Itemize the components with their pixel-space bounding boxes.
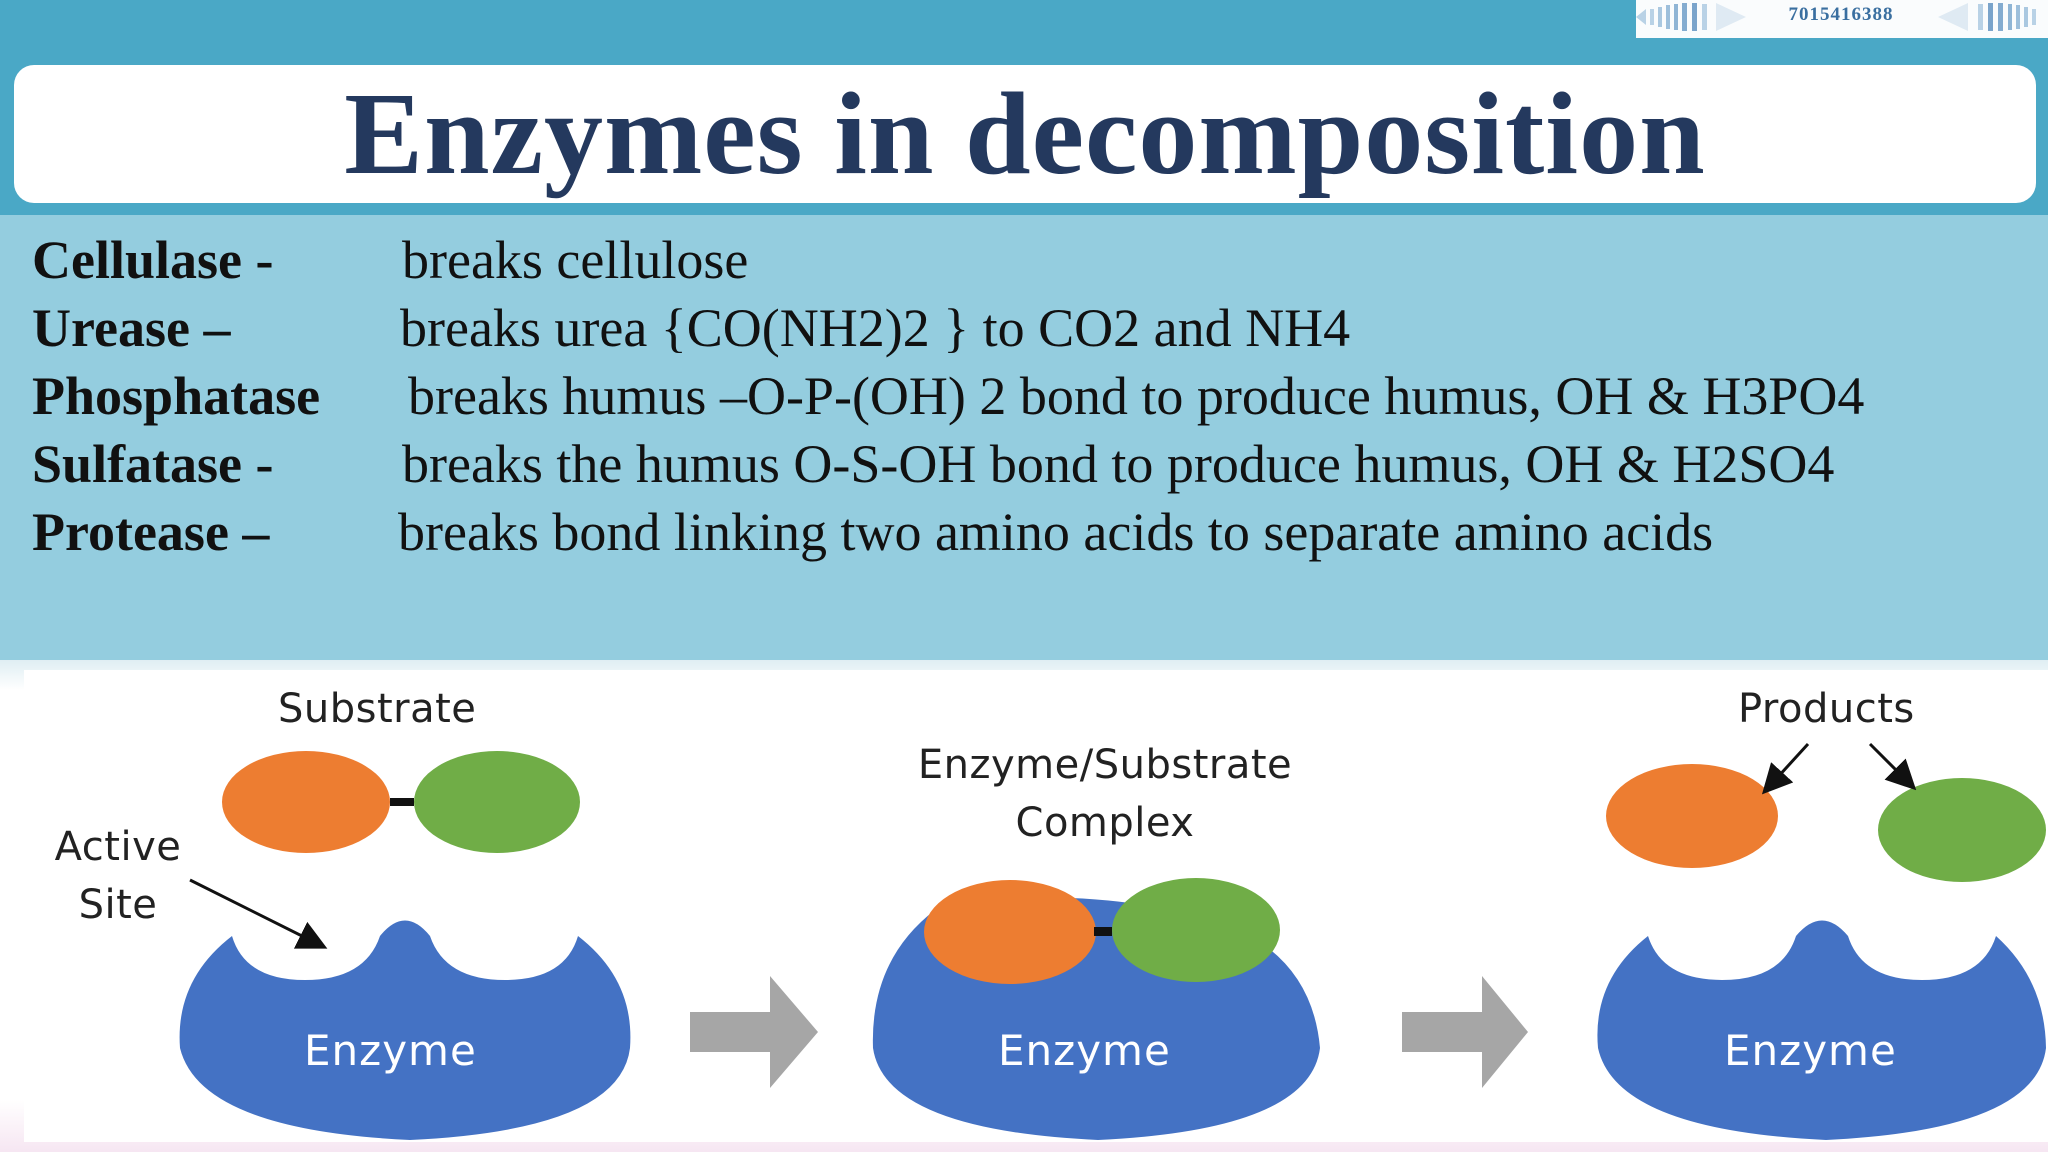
reaction-arrow-icon [690, 976, 818, 1088]
enzyme-label: Enzyme [1724, 1026, 1897, 1075]
substrate-green-shape [414, 751, 580, 853]
products-arrow-left-icon [1761, 742, 1810, 795]
substrate-bond-shape [1094, 927, 1112, 936]
enzyme-reaction-diagram: Substrate Active Site Enzyme/Substrate C… [0, 660, 2048, 1152]
substrate-bond-shape [390, 798, 414, 806]
title-banner: Enzymes in decomposition [14, 65, 2036, 203]
enzyme-description: breaks urea {CO(NH2)2 } to CO2 and NH4 [400, 298, 1351, 358]
complex-label-line1: Enzyme/Substrate [917, 742, 1293, 788]
enzyme-description: breaks the humus O-S-OH bond to produce … [402, 434, 1835, 494]
phone-badge: 7015416388 [1636, 0, 2048, 38]
enzyme-name: Phosphatase [32, 366, 321, 426]
complex-label-line2: Complex [1015, 800, 1195, 846]
enzyme-label: Enzyme [998, 1026, 1171, 1075]
substrate-orange-shape [222, 751, 390, 853]
enzyme-shape [1597, 920, 2046, 1140]
page-title: Enzymes in decomposition [344, 68, 1706, 199]
stripes-left-icon [1636, 3, 1746, 31]
products-label: Products [1738, 686, 1915, 732]
product-orange-shape [1606, 764, 1778, 868]
substrate-green-shape [1112, 878, 1280, 982]
enzyme-list-panel [0, 215, 2048, 655]
substrate-orange-shape [924, 880, 1096, 984]
enzyme-shape [179, 920, 631, 1140]
active-site-arrow-icon [189, 878, 328, 949]
active-site-label-line2: Site [78, 882, 158, 928]
enzyme-name: Urease – [32, 298, 231, 358]
enzyme-label: Enzyme [304, 1026, 477, 1075]
enzyme-name: Protease – [32, 502, 270, 562]
enzyme-description: breaks cellulose [402, 230, 749, 290]
reaction-arrow-icon [1402, 976, 1528, 1088]
products-arrow-right-icon [1868, 742, 1917, 791]
stripes-right-icon [1938, 3, 2036, 31]
enzyme-name: Cellulase - [32, 230, 274, 290]
diagram-artwork [179, 742, 2046, 1140]
enzyme-name: Sulfatase - [32, 434, 274, 494]
substrate-label: Substrate [278, 686, 477, 732]
enzyme-description: breaks humus –O-P-(OH) 2 bond to produce… [408, 366, 1865, 426]
enzyme-description: breaks bond linking two amino acids to s… [398, 502, 1714, 562]
product-green-shape [1878, 778, 2046, 882]
active-site-label-line1: Active [54, 824, 182, 870]
phone-number: 7015416388 [1788, 4, 1894, 25]
